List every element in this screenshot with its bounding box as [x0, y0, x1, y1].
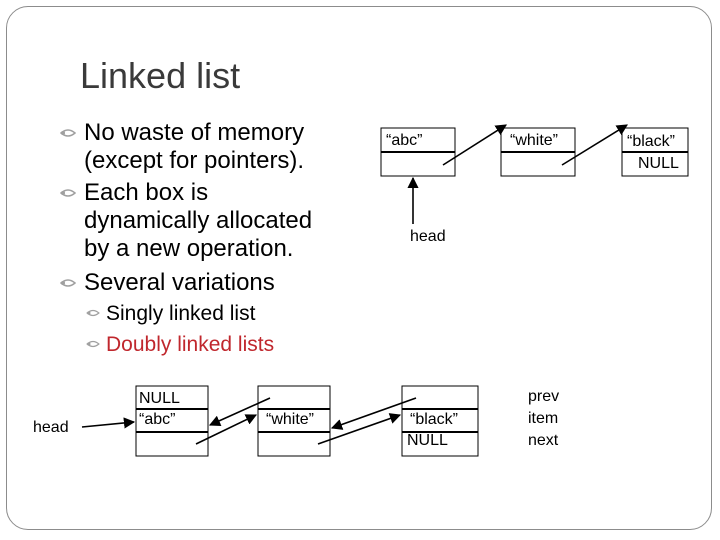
singly-node-abc-value: “abc”: [386, 132, 423, 149]
bullet-text: Each box is: [84, 179, 209, 206]
bullet-continuation: (except for pointers).: [84, 147, 304, 175]
bullet-text: (except for pointers).: [84, 147, 305, 174]
singly-node-white-value: “white”: [510, 132, 559, 149]
bullet-arrow-icon: [60, 189, 76, 197]
bullet-each-box: Each box is: [60, 179, 209, 207]
bullet-arrow-icon: [86, 309, 100, 317]
bullet-arrow-icon: [60, 279, 76, 287]
bullet-text: Several variations: [84, 269, 275, 296]
bullet-variations: Several variations: [60, 269, 275, 297]
doubly-head-label: head: [33, 419, 69, 436]
legend-next: next: [528, 432, 559, 449]
sub-bullet-singly: Singly linked list: [86, 301, 256, 327]
sub-bullet-text: Doubly linked lists: [106, 333, 275, 356]
slide-title: Linked list: [80, 55, 241, 96]
doubly-node-abc-prev: NULL: [139, 390, 180, 407]
doubly-node-black-next: NULL: [407, 432, 448, 449]
bullet-text: by a new operation.: [84, 235, 294, 262]
bullet-continuation: by a new operation.: [84, 235, 293, 263]
doubly-node-white-item: “white”: [266, 411, 315, 428]
singly-node-black-value: “black”: [627, 133, 676, 150]
singly-head-label: head: [410, 228, 446, 245]
bullet-text: No waste of memory: [84, 119, 305, 146]
bullet-continuation: dynamically allocated: [84, 207, 312, 235]
bullet-no-waste: No waste of memory: [60, 119, 305, 147]
bullet-text: dynamically allocated: [84, 207, 313, 234]
sub-bullet-text: Singly linked list: [106, 302, 256, 325]
bullet-arrow-icon: [60, 129, 76, 137]
doubly-node-abc-item: “abc”: [139, 411, 176, 428]
sub-bullet-doubly: Doubly linked lists: [86, 332, 275, 358]
bullet-arrow-icon: [86, 340, 100, 348]
singly-node-black-null: NULL: [638, 155, 679, 172]
legend-prev: prev: [528, 388, 560, 405]
legend-item: item: [528, 410, 559, 427]
doubly-node-black-item: “black”: [410, 411, 459, 428]
